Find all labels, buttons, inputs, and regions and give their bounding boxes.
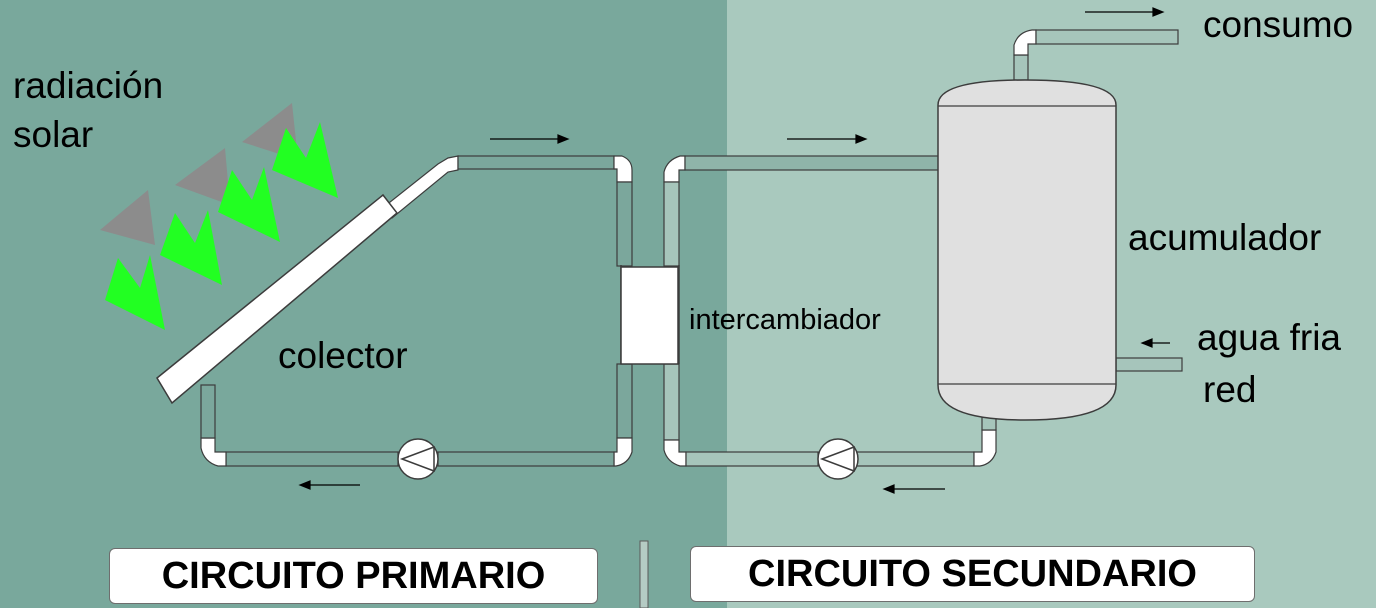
accumulator-label: acumulador: [1128, 217, 1322, 258]
solar-collector: [156, 193, 399, 405]
radiation-arrow: [272, 122, 338, 198]
cold-water-label-line2: red: [1203, 369, 1257, 410]
heat-exchanger: [620, 265, 680, 365]
flow-arrow-left: [298, 480, 360, 490]
radiation-arrow: [218, 167, 280, 242]
primary-circuit-title-box: CIRCUITO PRIMARIO: [109, 548, 598, 604]
flow-arrow-right: [1085, 7, 1165, 17]
flow-arrow-right: [787, 134, 868, 144]
secondary-pump: [817, 438, 859, 480]
exchanger-label: intercambiador: [689, 304, 881, 336]
cold-water-label-line1: agua fria: [1197, 317, 1341, 358]
flow-arrows: [298, 7, 1170, 494]
secondary-circuit-pipes: [663, 29, 1183, 467]
flow-arrow-right: [490, 134, 570, 144]
solar-radiation-arrows: [100, 103, 338, 330]
primary-pump: [397, 438, 439, 480]
accumulator-tank: [937, 79, 1117, 421]
flow-arrow-left: [882, 484, 945, 494]
secondary-circuit-title-box: CIRCUITO SECUNDARIO: [690, 546, 1255, 602]
radiation-label-line1: radiación: [13, 65, 164, 106]
radiation-label-line2: solar: [13, 114, 94, 155]
flow-arrow-left: [1140, 338, 1170, 348]
radiation-arrow-shadow: [100, 190, 155, 245]
secondary-circuit-title: CIRCUITO SECUNDARIO: [748, 552, 1197, 595]
primary-circuit-pipes: [200, 155, 633, 467]
collector-label: colector: [278, 335, 408, 376]
consumption-label: consumo: [1203, 4, 1354, 45]
circuit-divider: [639, 540, 649, 608]
radiation-arrow-shadow: [175, 148, 230, 205]
radiation-arrow: [105, 255, 165, 330]
primary-circuit-title: CIRCUITO PRIMARIO: [161, 554, 546, 597]
radiation-arrow: [160, 210, 222, 285]
